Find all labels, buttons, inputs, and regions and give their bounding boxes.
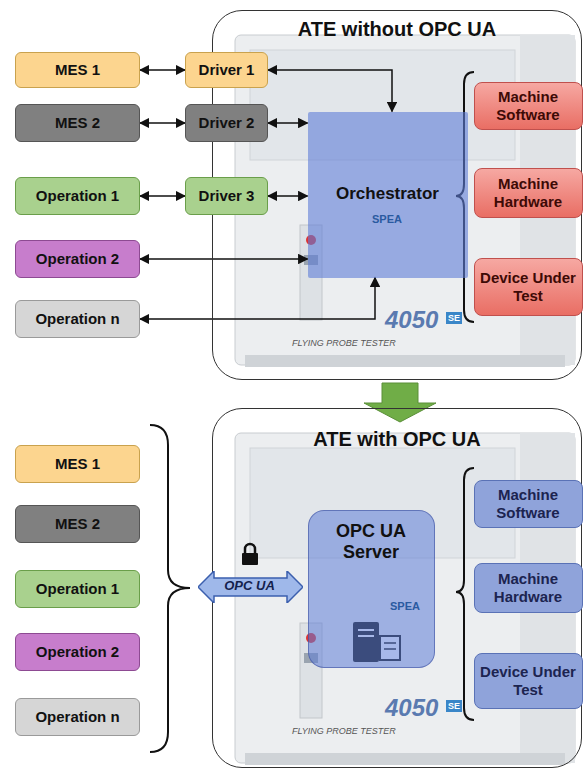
- process-box: OPC UA Server: [308, 510, 435, 668]
- connector-arrow: [140, 195, 185, 197]
- box-label: Driver 1: [199, 61, 255, 79]
- box-label: OPC UA: [224, 578, 275, 594]
- box-label: Machine Software: [479, 486, 578, 522]
- box-label: Machine Software: [479, 88, 578, 124]
- model-badge: SE: [446, 312, 462, 324]
- process-box: Device Under Test: [474, 258, 583, 316]
- process-box: Device Under Test: [474, 653, 583, 709]
- process-box: MES 1: [15, 445, 140, 483]
- process-box: Driver 1: [185, 52, 268, 88]
- process-box: Driver 3: [185, 177, 268, 215]
- connector-arrow: [268, 122, 308, 124]
- box-label: Operation n: [35, 708, 119, 726]
- box-label: Operation 2: [36, 643, 119, 661]
- box-label: Device Under Test: [479, 269, 578, 305]
- connector-arrow: [268, 195, 308, 197]
- double-arrow-outline: [198, 571, 303, 603]
- box-label: MES 1: [55, 61, 100, 79]
- connector-arrow: [268, 70, 392, 112]
- process-box: Operation n: [15, 698, 140, 736]
- process-box: Operation n: [15, 300, 140, 338]
- cabinet-base: [245, 753, 565, 765]
- box-label: MES 2: [55, 114, 100, 132]
- lock-body: [242, 553, 258, 565]
- process-box: MES 2: [15, 104, 140, 142]
- connector-arrow: [140, 69, 185, 71]
- process-box: Operation 2: [15, 240, 140, 278]
- transition-arrow: [364, 383, 436, 422]
- lock-shackle: [245, 544, 255, 553]
- model-badge: SE: [446, 700, 462, 712]
- box-label: Operation 2: [36, 250, 119, 268]
- process-box: Operation 2: [15, 633, 140, 671]
- brand-label: SPEA: [390, 600, 420, 612]
- cabinet-base: [245, 355, 565, 367]
- process-box: MES 2: [15, 505, 140, 543]
- box-label: MES 2: [55, 515, 100, 533]
- box-label: Driver 3: [199, 187, 255, 205]
- process-box: Machine Software: [474, 480, 583, 528]
- protocol-arrow: OPC UA: [197, 570, 302, 602]
- process-box: Machine Software: [474, 82, 583, 130]
- process-box: Machine Hardware: [474, 563, 583, 613]
- model-number: 4050: [385, 694, 438, 722]
- model-number: 4050: [385, 306, 438, 334]
- connector-arrow: [140, 258, 308, 260]
- box-label: Machine Hardware: [479, 175, 578, 211]
- box-label: Machine Hardware: [479, 570, 578, 606]
- process-box: Driver 2: [185, 104, 268, 142]
- brace: [456, 468, 474, 720]
- process-box: Operation 1: [15, 570, 140, 608]
- box-label: Orchestrator: [336, 184, 439, 204]
- box-label: Driver 2: [199, 114, 255, 132]
- product-label: FLYING PROBE TESTER: [292, 726, 396, 736]
- brace: [150, 425, 190, 752]
- process-box: Operation 1: [15, 177, 140, 215]
- process-box: Machine Hardware: [474, 168, 583, 218]
- box-label: Operation 1: [36, 187, 119, 205]
- connector-arrow: [140, 122, 185, 124]
- box-label: Operation 1: [36, 580, 119, 598]
- panel-title: ATE without OPC UA: [213, 17, 581, 41]
- connector-arrow: [140, 278, 375, 320]
- product-label: FLYING PROBE TESTER: [292, 338, 396, 348]
- box-label: MES 1: [55, 455, 100, 473]
- process-box: MES 1: [15, 52, 140, 88]
- box-label: Device Under Test: [479, 663, 578, 699]
- lock-icon: [242, 544, 258, 565]
- panel-title: ATE with OPC UA: [213, 427, 581, 451]
- box-label: Operation n: [35, 310, 119, 328]
- process-box: Orchestrator: [308, 112, 468, 278]
- brand-label: SPEA: [372, 213, 402, 225]
- box-label: OPC UA Server: [313, 521, 430, 564]
